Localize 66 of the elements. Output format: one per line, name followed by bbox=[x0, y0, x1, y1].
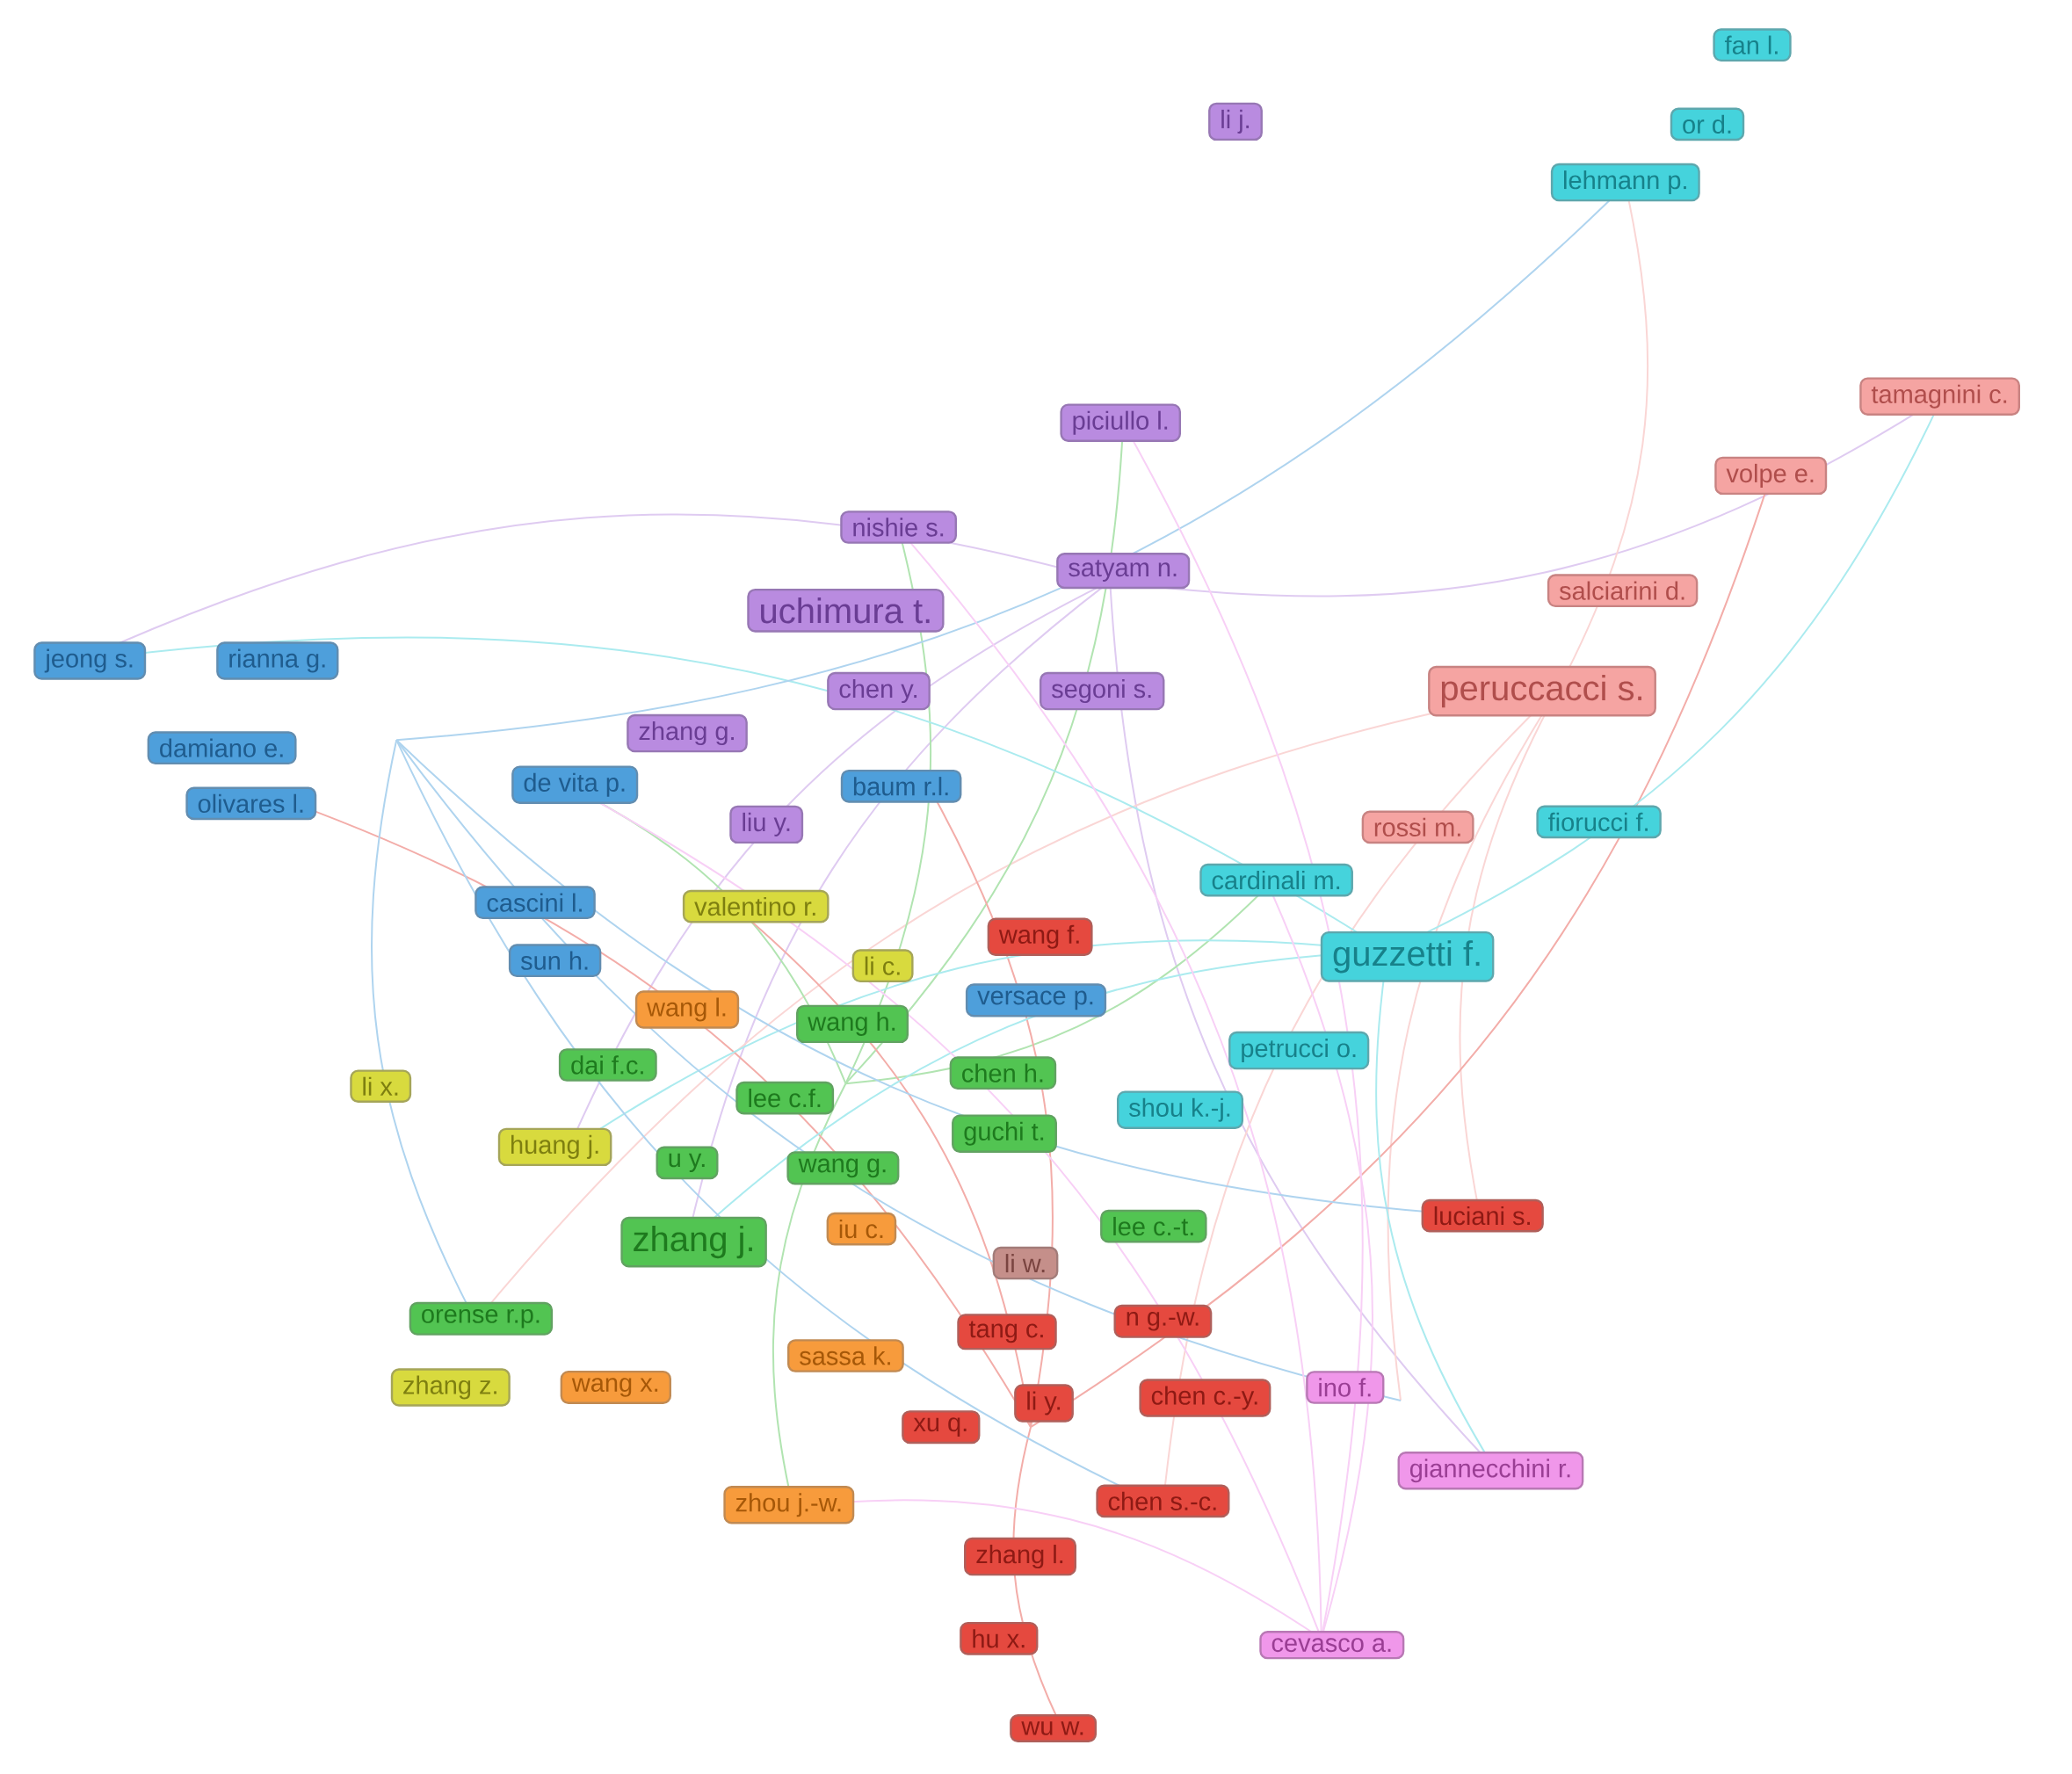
author-label: de vita p. bbox=[511, 765, 639, 804]
author-label: rianna g. bbox=[216, 641, 339, 680]
author-label: fan l. bbox=[1713, 28, 1792, 62]
author-label: peruccacci s. bbox=[1428, 665, 1656, 717]
author-label: li y. bbox=[1014, 1384, 1074, 1423]
author-label: liu y. bbox=[729, 805, 804, 844]
author-label: li j. bbox=[1208, 102, 1263, 141]
author-label: petrucci o. bbox=[1228, 1031, 1370, 1070]
author-label: zhang j. bbox=[620, 1216, 767, 1268]
author-label: ino f. bbox=[1306, 1371, 1385, 1404]
author-label: satyam n. bbox=[1056, 553, 1191, 590]
author-label: li c. bbox=[851, 949, 914, 983]
author-label: chen y. bbox=[827, 671, 931, 711]
author-label: guchi t. bbox=[952, 1114, 1057, 1153]
author-label: baum r.l. bbox=[840, 769, 962, 803]
author-label: segoni s. bbox=[1040, 671, 1165, 711]
author-label: lee c.-t. bbox=[1100, 1209, 1207, 1243]
author-label: zhang g. bbox=[627, 713, 748, 753]
author-label: cevasco a. bbox=[1259, 1631, 1405, 1660]
author-label: nishie s. bbox=[840, 510, 957, 544]
author-label: wang g. bbox=[786, 1151, 900, 1185]
author-label: dai f.c. bbox=[558, 1048, 657, 1082]
author-label: wang h. bbox=[796, 1004, 909, 1044]
author-label: damiano e. bbox=[147, 731, 297, 765]
author-label: iu c. bbox=[826, 1212, 897, 1246]
author-label: guzzetti f. bbox=[1320, 930, 1495, 982]
author-label: u y. bbox=[656, 1146, 719, 1180]
author-label: wang x. bbox=[560, 1370, 671, 1404]
author-label: lee c.f. bbox=[735, 1081, 835, 1115]
author-label: luciani s. bbox=[1421, 1198, 1544, 1233]
author-label: piciullo l. bbox=[1060, 403, 1181, 442]
author-label: cascini l. bbox=[475, 886, 596, 920]
author-label: chen s.-c. bbox=[1096, 1484, 1230, 1518]
author-label: li x. bbox=[350, 1069, 412, 1103]
author-label: zhang z. bbox=[390, 1368, 511, 1407]
author-label: zhou j.-w. bbox=[723, 1486, 855, 1524]
author-label: sun h. bbox=[508, 944, 602, 978]
author-label: zhang l. bbox=[964, 1537, 1076, 1576]
author-label: lehmann p. bbox=[1550, 163, 1700, 202]
author-label: wu w. bbox=[1010, 1714, 1098, 1742]
author-label: li w. bbox=[992, 1246, 1059, 1280]
author-label: n g.-w. bbox=[1113, 1304, 1213, 1338]
author-label: wang f. bbox=[987, 917, 1093, 956]
author-label: orense r.p. bbox=[409, 1301, 554, 1336]
author-label: fiorucci f. bbox=[1536, 805, 1662, 839]
author-label: huang j. bbox=[497, 1127, 612, 1167]
author-label: cardinali m. bbox=[1199, 863, 1353, 897]
author-label: xu q. bbox=[902, 1410, 981, 1445]
author-label: giannecchini r. bbox=[1397, 1452, 1584, 1490]
author-label: valentino r. bbox=[682, 889, 830, 923]
author-label: chen c.-y. bbox=[1139, 1379, 1271, 1417]
author-label: tamagnini c. bbox=[1859, 377, 2020, 416]
author-label: rossi m. bbox=[1361, 810, 1474, 844]
author-label: shou k.-j. bbox=[1117, 1090, 1244, 1129]
author-label: jeong s. bbox=[33, 641, 147, 680]
author-label: volpe e. bbox=[1714, 456, 1828, 496]
author-label: hu x. bbox=[960, 1621, 1039, 1655]
author-label: tang c. bbox=[957, 1314, 1057, 1350]
author-label: uchimura t. bbox=[747, 588, 945, 633]
author-label: olivares l. bbox=[185, 786, 317, 821]
author-label: chen h. bbox=[949, 1056, 1057, 1090]
author-label: sassa k. bbox=[787, 1339, 904, 1372]
author-label: versace p. bbox=[965, 983, 1107, 1017]
author-label: wang l. bbox=[634, 990, 740, 1029]
author-label: salciarini d. bbox=[1547, 574, 1699, 608]
author-label: or d. bbox=[1670, 107, 1745, 141]
